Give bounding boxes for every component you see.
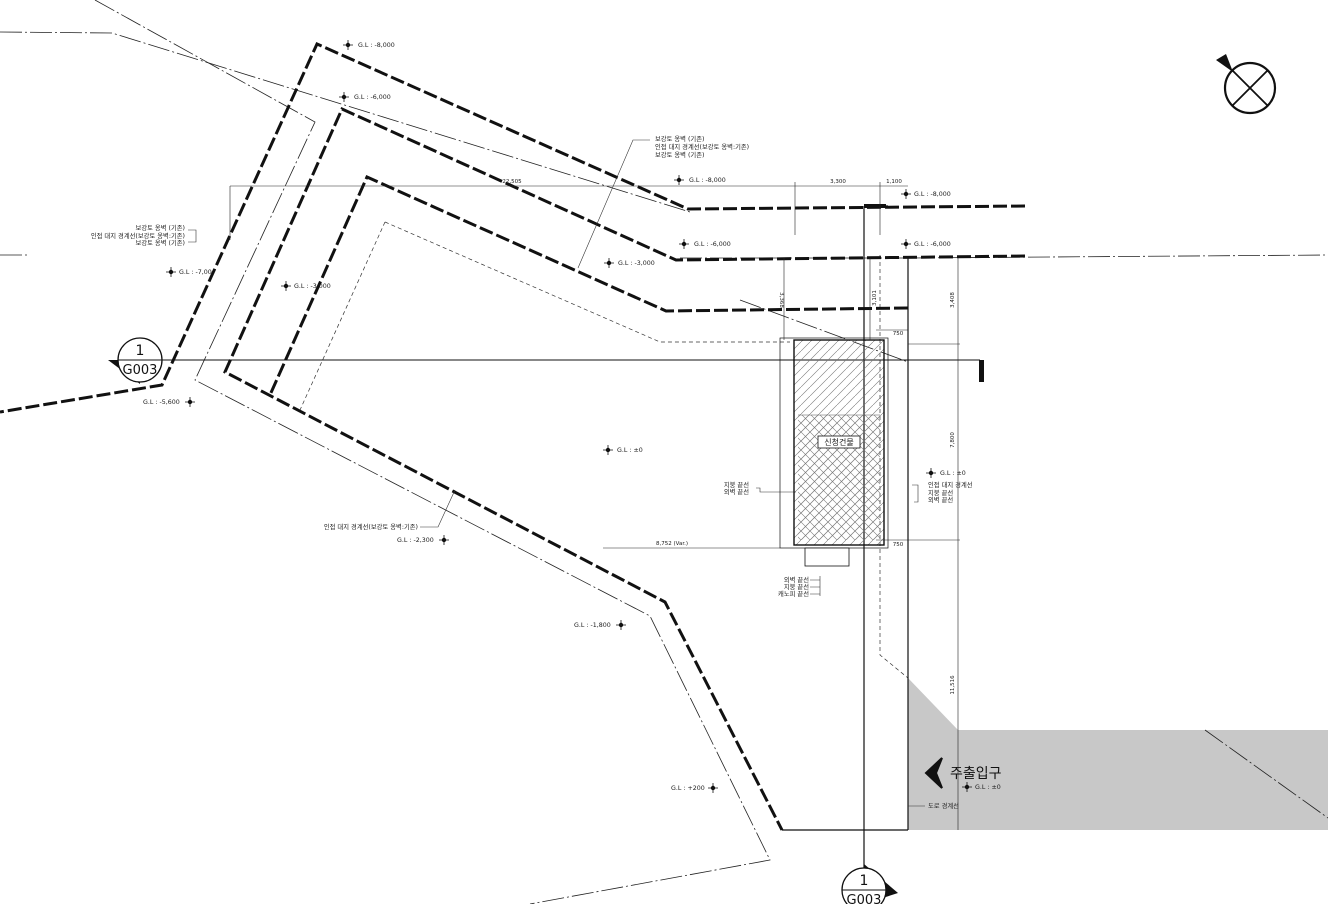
svg-text:외벽 끝선: 외벽 끝선	[928, 495, 953, 504]
svg-text:750: 750	[893, 542, 904, 548]
svg-text:G.L : -8,000: G.L : -8,000	[358, 42, 395, 49]
svg-text:G.L : -6,000: G.L : -6,000	[354, 94, 391, 101]
section-cut-mark	[979, 360, 984, 382]
level-markers	[166, 40, 972, 793]
svg-text:G.L : -6,000: G.L : -6,000	[914, 241, 951, 248]
svg-text:11,516: 11,516	[950, 675, 956, 695]
svg-text:보강토 옹벽 (기존): 보강토 옹벽 (기존)	[136, 238, 185, 247]
svg-text:G.L : +200: G.L : +200	[671, 785, 705, 792]
svg-text:G003: G003	[123, 363, 158, 378]
svg-text:1: 1	[860, 873, 869, 889]
svg-text:G.L : -6,000: G.L : -6,000	[694, 241, 731, 248]
svg-text:지붕 끝선: 지붕 끝선	[724, 480, 749, 489]
svg-text:G.L : -8,000: G.L : -8,000	[689, 177, 726, 184]
dimension-labels: 22,505 3,300 1,100 3,408 7,800 11,516 3,…	[502, 179, 956, 695]
svg-text:22,505: 22,505	[502, 179, 522, 185]
svg-text:인접 대지 경계선(보강토 옹벽:기존): 인접 대지 경계선(보강토 옹벽:기존)	[324, 522, 418, 531]
svg-text:8,752 (Var.): 8,752 (Var.)	[656, 541, 688, 547]
svg-text:3,408: 3,408	[950, 292, 956, 308]
svg-text:G.L : -3,000: G.L : -3,000	[618, 260, 655, 267]
level-labels: G.L : -8,000 G.L : -6,000 G.L : -8,000 G…	[143, 42, 1001, 792]
svg-text:G.L : -2,300: G.L : -2,300	[397, 537, 434, 544]
svg-text:G.L : -8,000: G.L : -8,000	[914, 191, 951, 198]
svg-text:3,300: 3,300	[830, 179, 846, 185]
svg-text:보강토 옹벽 (기존): 보강토 옹벽 (기존)	[136, 223, 185, 232]
svg-text:G.L : ±0: G.L : ±0	[975, 784, 1001, 791]
svg-text:750: 750	[893, 331, 904, 337]
north-arrow-icon	[1216, 54, 1277, 115]
svg-text:인접 대지 경계선: 인접 대지 경계선	[928, 480, 973, 489]
note-labels: 보강토 옹벽 (기존) 인접 대지 경계선(보강토 옹벽:기존) 보강토 옹벽 …	[91, 134, 973, 810]
section-marker-1: 1 G003	[108, 337, 163, 384]
svg-text:지붕 끝선: 지붕 끝선	[928, 488, 953, 497]
svg-text:G.L : -1,800: G.L : -1,800	[574, 622, 611, 629]
svg-text:인접 대지 경계선(보강토 옹벽:기존): 인접 대지 경계선(보강토 옹벽:기존)	[655, 142, 749, 151]
building	[779, 337, 889, 567]
main-entrance-label: 주출입구	[950, 766, 1002, 782]
gate-mark	[864, 204, 886, 208]
svg-text:G.L : -5,600: G.L : -5,600	[143, 399, 180, 406]
chevron-left-icon	[924, 757, 943, 789]
svg-text:도로 경계선: 도로 경계선	[928, 801, 959, 810]
svg-text:보강토 옹벽 (기존): 보강토 옹벽 (기존)	[655, 134, 704, 143]
svg-text:G.L : ±0: G.L : ±0	[617, 447, 643, 454]
svg-text:외벽 끝선: 외벽 끝선	[724, 487, 749, 496]
building-label: 신청건물	[824, 437, 853, 447]
svg-text:외벽 끝선: 외벽 끝선	[784, 575, 809, 584]
road-area	[908, 678, 1328, 830]
building-label-box	[817, 435, 861, 449]
svg-text:인접 대지 경계선(보강토 옹벽:기존): 인접 대지 경계선(보강토 옹벽:기존)	[91, 231, 185, 240]
svg-text:1: 1	[136, 343, 145, 359]
svg-text:캐노피 끝선: 캐노피 끝선	[778, 589, 809, 598]
svg-text:G.L : -7,00: G.L : -7,00	[179, 269, 212, 276]
svg-text:3,101: 3,101	[872, 290, 878, 306]
svg-text:7,800: 7,800	[950, 432, 956, 448]
leader-lines	[188, 139, 925, 807]
retaining-walls	[0, 42, 1026, 831]
svg-text:1,100: 1,100	[886, 179, 902, 185]
svg-text:지붕 끝선: 지붕 끝선	[784, 582, 809, 591]
svg-text:G.L : ±0: G.L : ±0	[940, 470, 966, 477]
svg-text:보강토 옹벽 (기존): 보강토 옹벽 (기존)	[655, 150, 704, 159]
setback-line	[299, 221, 790, 411]
svg-text:G.L : -3,000: G.L : -3,000	[294, 283, 331, 290]
svg-text:G003: G003	[847, 893, 882, 904]
section-marker-2: 1 G003	[841, 864, 898, 904]
dimension-lines	[229, 182, 960, 830]
svg-text:3,368: 3,368	[778, 292, 784, 308]
